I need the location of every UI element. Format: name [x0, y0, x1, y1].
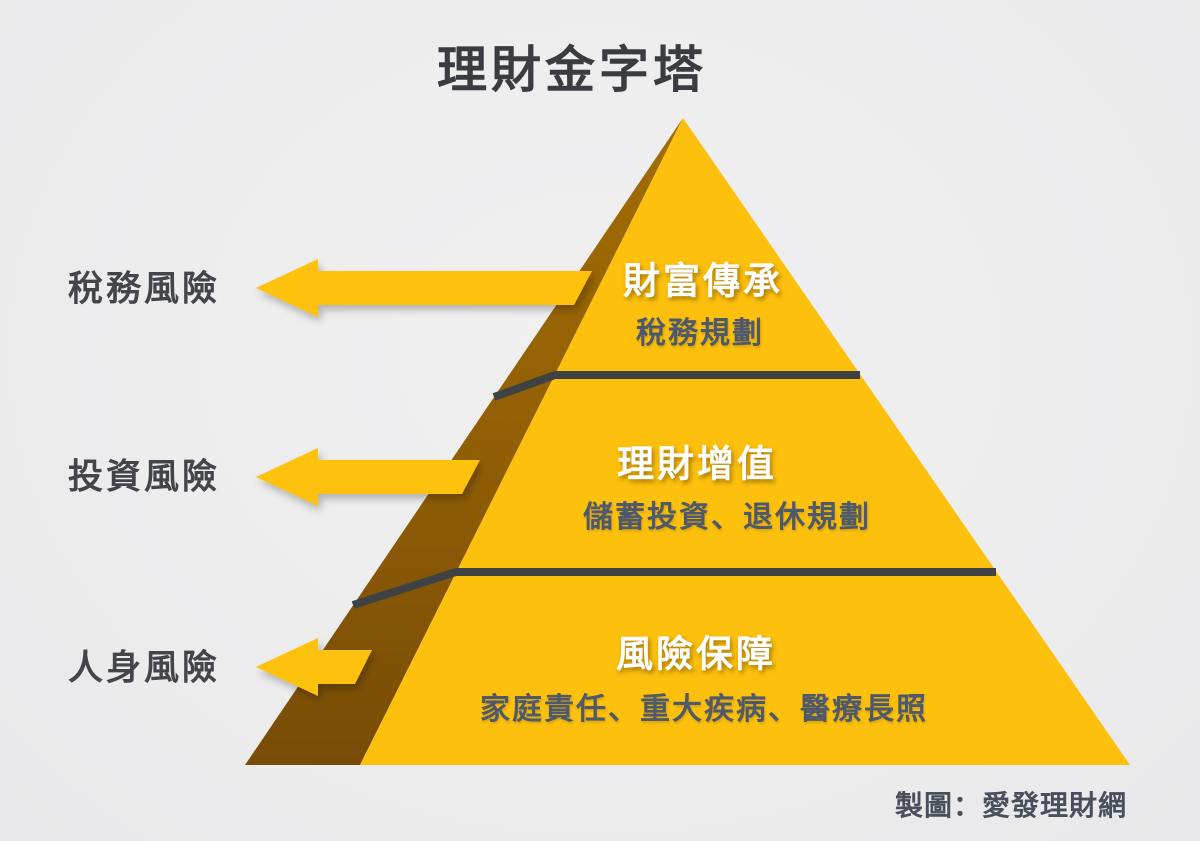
- page-title: 理財金字塔: [437, 42, 707, 98]
- tier-middle-title: 理財增值: [617, 443, 777, 485]
- tier-bottom-title: 風險保障: [616, 633, 776, 675]
- divider-top-tier: [492, 371, 860, 401]
- credit-line: 製圖：愛發理財網: [894, 790, 1128, 821]
- tier-top-title: 財富傳承: [623, 260, 783, 302]
- tier-bottom-subtitle: 家庭責任、重大疾病、醫療長照: [480, 693, 928, 726]
- tier-top-subtitle: 稅務規劃: [636, 317, 764, 350]
- risk-label-investment: 投資風險: [67, 457, 221, 497]
- pyramid-front-face: [360, 118, 1130, 765]
- arrow-investment-risk-icon: [256, 448, 480, 506]
- arrow-tax-risk-icon: [256, 259, 592, 317]
- risk-arrows: [256, 259, 592, 696]
- risk-label-personal: 人身風險: [67, 648, 221, 688]
- risk-label-tax: 稅務風險: [67, 269, 221, 309]
- tier-middle-subtitle: 儲蓄投資、退休規劃: [583, 501, 871, 534]
- divider-middle-tier: [351, 568, 996, 609]
- arrow-personal-risk-icon: [256, 638, 372, 696]
